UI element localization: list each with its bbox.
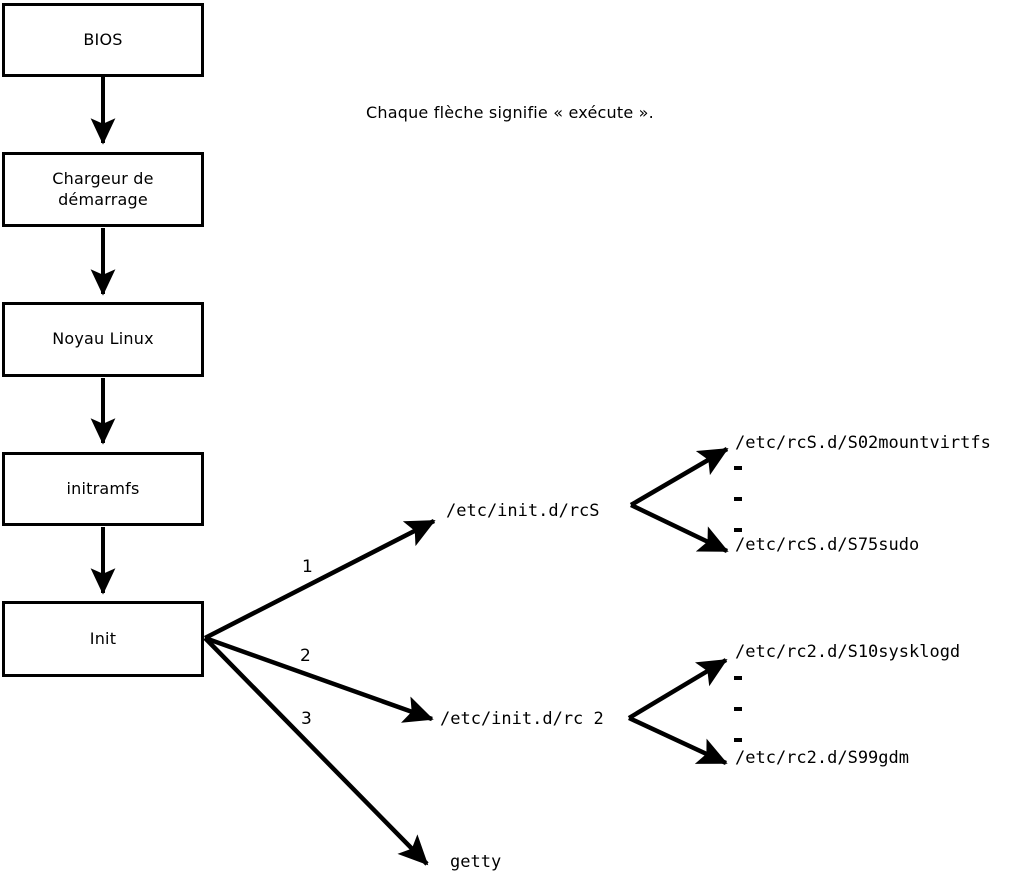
arrow-init-branch-3: [203, 636, 429, 866]
arrow-init-branch-1: [203, 518, 436, 641]
node-init: Init: [2, 601, 204, 677]
node-kernel: Noyau Linux: [2, 302, 204, 377]
ellipsis-dot: [734, 466, 742, 470]
ellipsis-dot: [734, 738, 742, 742]
node-bootloader: Chargeur de démarrage: [2, 152, 204, 227]
arrow-rcs-to-first: [629, 447, 729, 507]
ellipsis-dot: [734, 707, 742, 711]
ellipsis-dot: [734, 676, 742, 680]
ellipsis-dot: [734, 528, 742, 532]
label-getty: getty: [450, 852, 502, 872]
label-rc2-d-last: /etc/rc2.d/S99gdm: [735, 748, 909, 768]
label-rcs-d-last: /etc/rcS.d/S75sudo: [735, 535, 920, 555]
ellipsis-dot: [734, 497, 742, 501]
node-bios-label: BIOS: [83, 29, 123, 49]
label-rcs: /etc/init.d/rcS: [446, 501, 600, 521]
branch-number-3: 3: [301, 709, 312, 729]
node-kernel-label: Noyau Linux: [52, 329, 154, 349]
label-rcs-d-first: /etc/rcS.d/S02mountvirtfs: [735, 433, 991, 453]
ellipsis-rc2-d: [734, 676, 742, 769]
label-rc2-d-first: /etc/rc2.d/S10sysklogd: [735, 642, 961, 662]
branch-number-1: 1: [302, 557, 313, 577]
node-initramfs: initramfs: [2, 452, 204, 526]
ellipsis-rcs-d: [734, 466, 742, 559]
node-initramfs-label: initramfs: [66, 478, 140, 498]
arrow-rcs-to-last: [630, 502, 729, 554]
branch-number-2: 2: [300, 646, 311, 666]
node-bootloader-label: Chargeur de démarrage: [52, 168, 154, 209]
arrow-rc2-to-last: [628, 715, 728, 766]
arrow-init-branch-2: [204, 635, 434, 723]
node-bios: BIOS: [2, 3, 204, 77]
label-rc2: /etc/init.d/rc 2: [440, 709, 604, 729]
diagram-caption: Chaque flèche signifie « exécute ».: [366, 103, 654, 122]
arrow-rc2-to-first: [627, 658, 728, 720]
node-init-label: Init: [89, 628, 117, 648]
